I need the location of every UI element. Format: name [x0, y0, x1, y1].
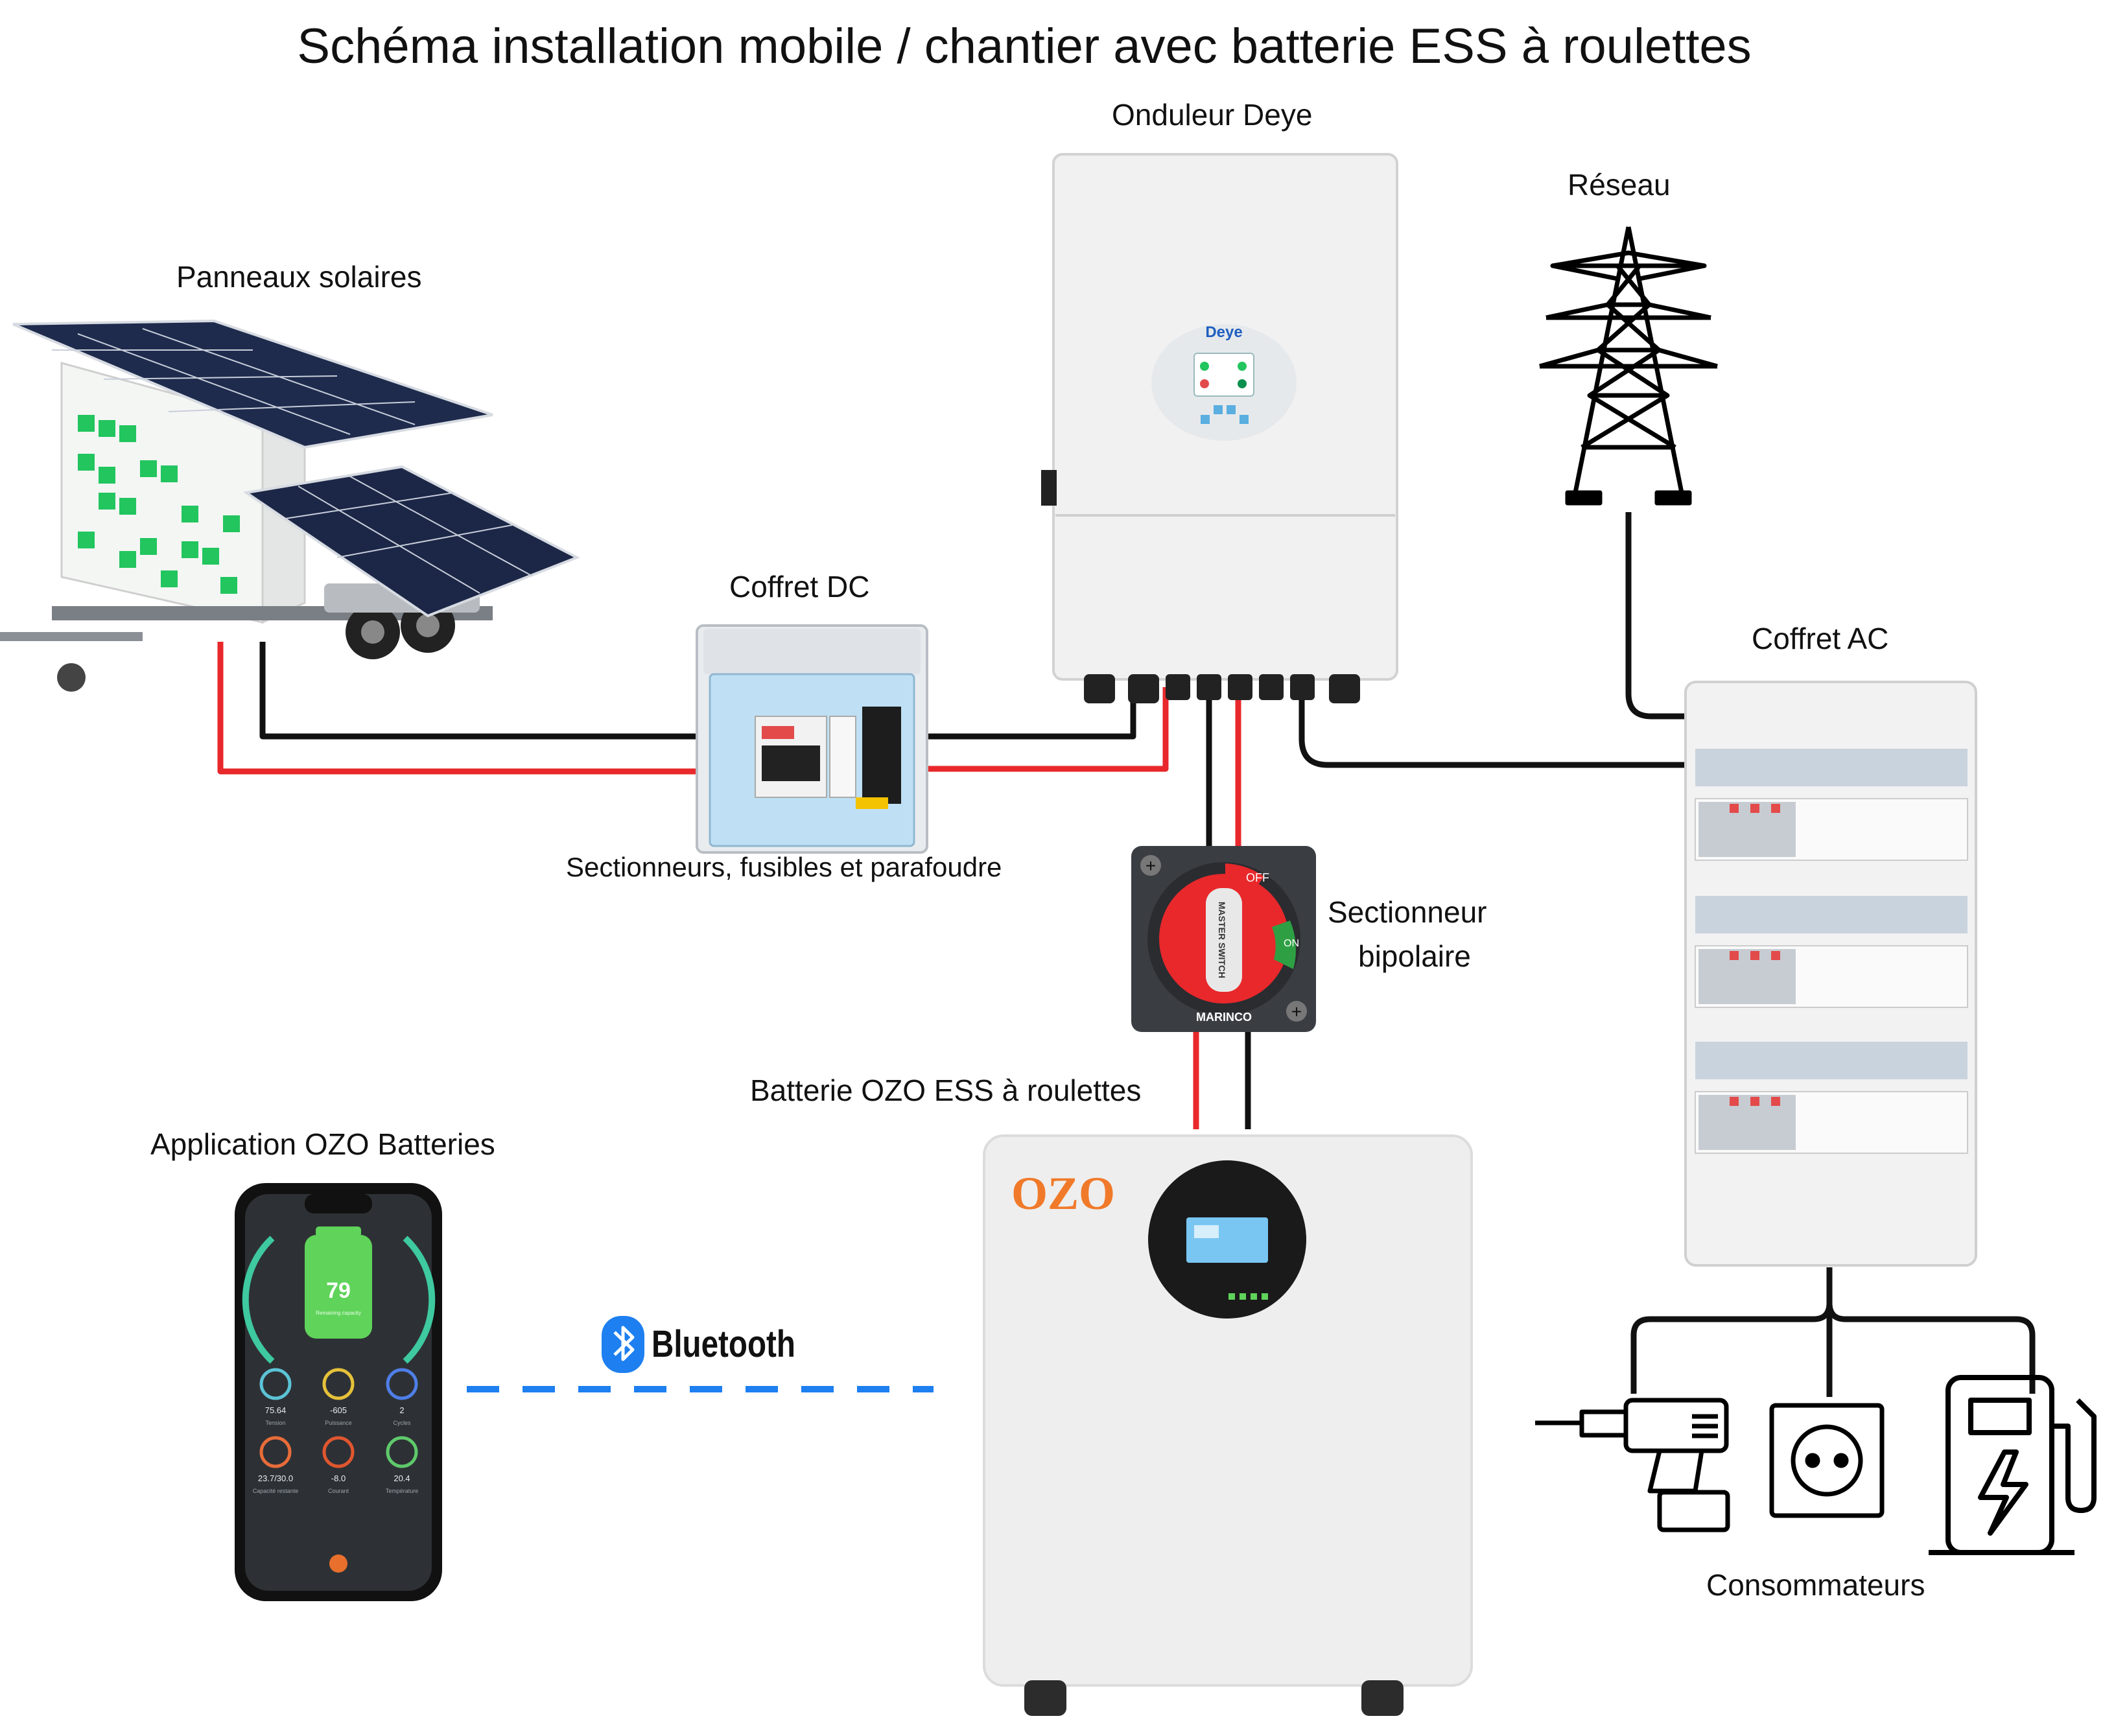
- phone-stat-label: Température: [386, 1488, 419, 1494]
- label-solar: Panneaux solaires: [176, 260, 422, 294]
- page-title: Schéma installation mobile / chantier av…: [297, 19, 1752, 74]
- phone-stat-value: 2: [399, 1405, 404, 1415]
- wires: [217, 512, 2036, 1397]
- solar-trailer-icon: [0, 319, 580, 692]
- ev-charger-icon: [1929, 1375, 2097, 1555]
- label-dc-box: Coffret DC: [729, 570, 870, 604]
- wire-solar-negative: [259, 642, 700, 740]
- phone-stat-label: Capacité restante: [253, 1488, 299, 1494]
- phone-stat-value: -8.0: [331, 1473, 346, 1483]
- socket-icon: [1769, 1403, 1885, 1518]
- battery-icon: OZO: [983, 1134, 1473, 1716]
- label-ac-box: Coffret AC: [1752, 622, 1889, 655]
- switch-off-label: OFF: [1246, 871, 1269, 884]
- battery-brand: OZO: [1011, 1167, 1115, 1219]
- bluetooth-icon: [602, 1316, 644, 1373]
- switch-on-label: ON: [1284, 938, 1299, 949]
- label-battery: Batterie OZO ESS à roulettes: [750, 1073, 1142, 1107]
- wire-dc-positive: [921, 687, 1169, 772]
- phone-stat-value: 23.7/30.0: [258, 1473, 293, 1483]
- wire-ac-consumers: [1630, 1267, 2036, 1397]
- phone-icon: 79 Remaining capacity 75.64 Tension -605…: [235, 1183, 442, 1601]
- wire-solar-positive: [217, 642, 700, 775]
- battery-switch-icon: OFF ON MASTER SWITCH MARINCO + +: [1131, 846, 1316, 1032]
- switch-knob-label: MASTER SWITCH: [1217, 902, 1227, 978]
- svg-text:+: +: [1146, 856, 1156, 876]
- label-dc-box-desc: Sectionneurs, fusibles et parafoudre: [566, 852, 1002, 882]
- phone-stat-label: Courant: [328, 1488, 349, 1494]
- ac-panel-icon: [1684, 681, 1977, 1267]
- pylon-icon: [1539, 226, 1718, 506]
- label-switch-line1: Sectionneur: [1328, 895, 1487, 929]
- dc-box-icon: [696, 624, 928, 854]
- wire-inv-ac: [1299, 687, 1689, 768]
- label-bluetooth: Bluetooth: [652, 1323, 795, 1365]
- phone-stat-label: Cycles: [393, 1420, 411, 1426]
- inverter-icon: Deye: [1041, 153, 1398, 703]
- phone-soc-value: 79: [326, 1278, 351, 1303]
- label-app: Application OZO Batteries: [150, 1127, 495, 1161]
- phone-stat-value: 20.4: [394, 1473, 410, 1483]
- label-grid: Réseau: [1568, 168, 1671, 202]
- phone-stat-value: 75.64: [265, 1405, 287, 1415]
- drill-icon: [1535, 1398, 1730, 1532]
- wire-dc-negative: [921, 687, 1136, 740]
- label-consumers: Consommateurs: [1706, 1568, 1925, 1602]
- label-inverter: Onduleur Deye: [1112, 98, 1313, 132]
- inverter-brand: Deye: [1205, 323, 1242, 341]
- wire-grid-ac: [1625, 512, 1689, 720]
- phone-stat-label: Puissance: [325, 1420, 352, 1426]
- phone-soc-caption: Remaining capacity: [316, 1310, 361, 1316]
- label-switch-line2: bipolaire: [1358, 939, 1471, 973]
- switch-brand: MARINCO: [1196, 1011, 1252, 1024]
- svg-text:+: +: [1291, 1002, 1302, 1022]
- phone-stat-label: Tension: [265, 1420, 285, 1426]
- phone-stat-value: -605: [330, 1405, 347, 1415]
